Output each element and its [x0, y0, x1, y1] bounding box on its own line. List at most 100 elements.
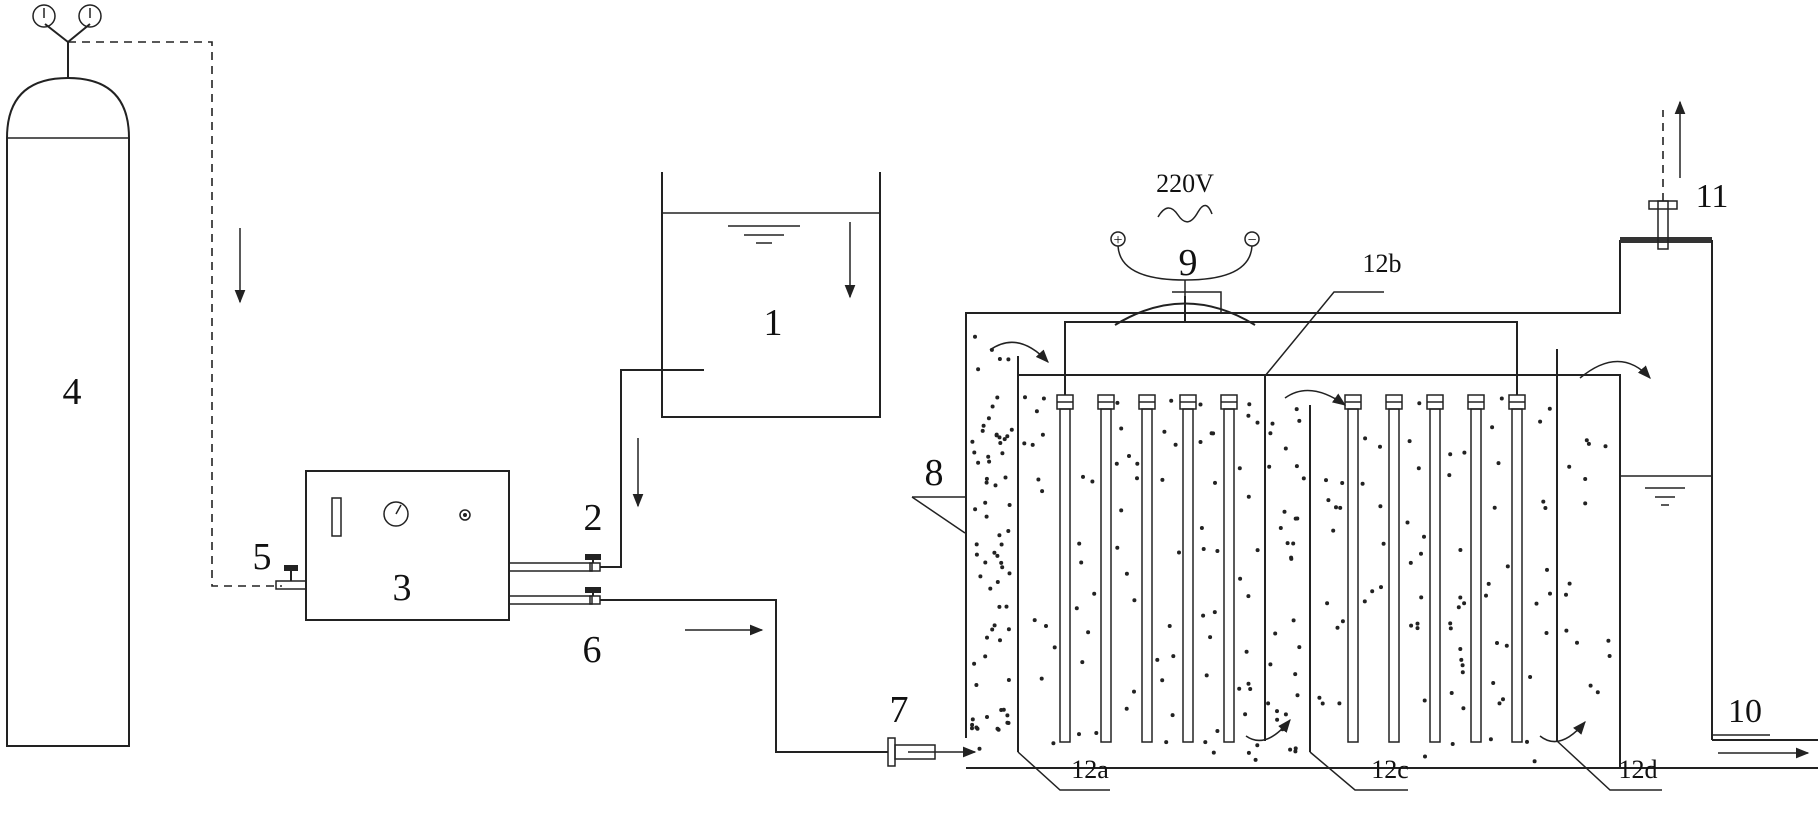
particle [1275, 709, 1279, 714]
particle [1297, 418, 1302, 423]
controller-box [305, 470, 510, 621]
positive-terminal: + [1113, 232, 1122, 249]
particle [984, 514, 989, 519]
label-voltage: 220V [1156, 169, 1214, 198]
particle [1409, 623, 1414, 628]
particle [1246, 681, 1251, 686]
electrode-array [1056, 394, 1526, 743]
particle [1000, 451, 1005, 456]
particle [1246, 413, 1251, 418]
particle [1092, 591, 1097, 596]
particle [1119, 426, 1124, 431]
particle [1301, 476, 1306, 481]
particle [1132, 689, 1136, 694]
particle [1448, 621, 1453, 626]
particle [1114, 461, 1119, 466]
particle [1458, 595, 1463, 600]
particle [1538, 419, 1543, 424]
particle [997, 435, 1002, 440]
particle [985, 715, 989, 719]
particle [1005, 434, 1010, 439]
power-supply [1110, 204, 1260, 296]
particle [1294, 464, 1299, 469]
particle [998, 638, 1002, 643]
label-valve-5: 5 [253, 536, 272, 578]
electrode-7 [1385, 394, 1403, 743]
particle [1448, 626, 1453, 631]
label-baffle-12a: 12a [1071, 755, 1109, 784]
particle [1606, 638, 1611, 643]
particle [984, 480, 989, 485]
particle [1003, 475, 1008, 480]
particle [1040, 432, 1045, 437]
particle [1005, 720, 1010, 725]
electrode-6 [1344, 394, 1362, 743]
particle [1488, 737, 1493, 742]
particle [1320, 701, 1325, 706]
particle [1335, 625, 1340, 630]
particle [1497, 701, 1502, 706]
particle [1283, 446, 1288, 451]
particle [1002, 437, 1007, 442]
particle [1173, 442, 1178, 447]
label-gas-cylinder: 4 [63, 371, 82, 413]
particle [1213, 480, 1217, 485]
particle [1548, 591, 1552, 596]
particle [990, 404, 995, 409]
particle [1459, 657, 1464, 662]
particle [987, 459, 992, 464]
particle [1293, 672, 1298, 677]
particle [995, 580, 1000, 584]
particle [1492, 505, 1497, 510]
particle [1077, 732, 1081, 737]
particle [1462, 601, 1467, 606]
particle [1034, 409, 1039, 414]
particle [983, 654, 988, 659]
electrode-10 [1508, 394, 1526, 743]
particle [1160, 678, 1165, 683]
particle [1171, 654, 1176, 659]
particle [1422, 534, 1426, 539]
particle [1461, 706, 1466, 711]
particle [1543, 506, 1548, 510]
particle [1288, 747, 1293, 752]
particle [1285, 541, 1290, 546]
particle [1237, 686, 1242, 691]
electrode-4 [1179, 394, 1197, 743]
particle [995, 726, 1000, 731]
particle [1255, 420, 1260, 425]
particle [1484, 593, 1488, 598]
particle [1419, 551, 1423, 556]
label-baffle-12d: 12d [1619, 755, 1658, 784]
particle [1317, 695, 1322, 700]
particle [1458, 647, 1463, 651]
particle [1363, 436, 1368, 441]
particle [1275, 717, 1280, 722]
particle [1297, 645, 1302, 650]
particle [1378, 444, 1382, 449]
particle [1007, 571, 1012, 576]
label-valve-2: 2 [584, 497, 603, 539]
particle [1040, 489, 1045, 494]
particle [997, 604, 1002, 609]
particle [1094, 731, 1099, 735]
particle [1009, 427, 1014, 432]
particle [1325, 601, 1330, 606]
particle [1583, 477, 1588, 481]
particle [1595, 690, 1600, 695]
particle [1211, 750, 1216, 755]
particle [973, 507, 978, 512]
particle [1201, 613, 1206, 618]
particle [1127, 454, 1131, 458]
particle [1525, 739, 1529, 744]
particle [1293, 746, 1298, 751]
particle [1495, 641, 1499, 645]
particle [978, 574, 983, 579]
particle [1081, 474, 1085, 479]
particle [1505, 564, 1510, 569]
particle [1405, 520, 1410, 525]
particle [1381, 541, 1386, 546]
electrode-bus [1064, 296, 1518, 395]
particle [1032, 618, 1037, 623]
particle [1541, 499, 1546, 504]
